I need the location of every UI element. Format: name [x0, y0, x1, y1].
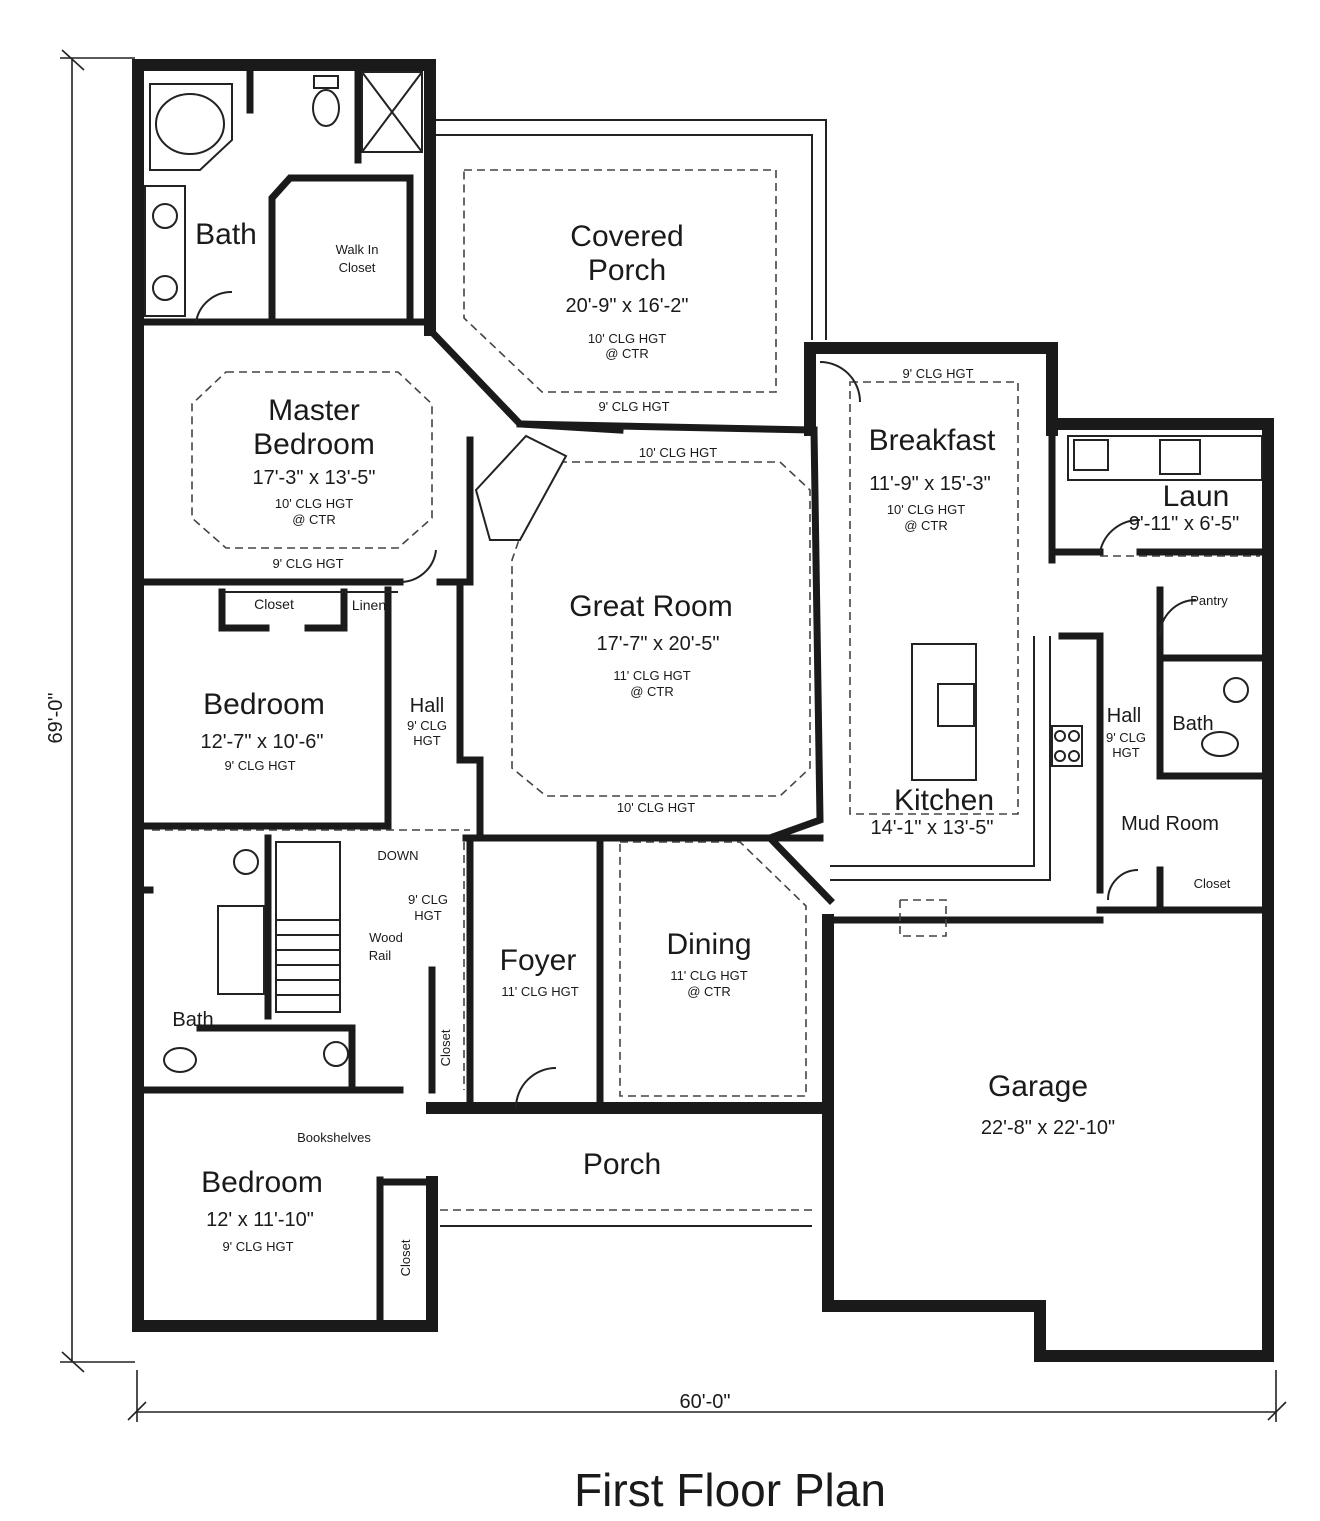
- dining-label: Dining: [666, 928, 751, 961]
- bathtub-icon: [149, 83, 233, 171]
- foyer-clg: 11' CLG HGT: [501, 984, 578, 999]
- stairs-clg-1: 9' CLG: [408, 892, 448, 907]
- stairs-down-label: DOWN: [377, 848, 418, 863]
- covered-porch-size: 20'-9" x 16'-2": [565, 295, 688, 317]
- toilet-icon: [163, 1047, 197, 1073]
- bookshelves-label: Bookshelves: [297, 1130, 371, 1145]
- covered-porch-label-1: Covered: [570, 220, 683, 253]
- great-room-clg-top: 10' CLG HGT: [639, 445, 717, 460]
- sink-icon: [152, 203, 178, 229]
- bedroom3-size: 12' x 11'-10": [206, 1209, 314, 1231]
- master-bath-label: Bath: [195, 218, 257, 251]
- hall-right-label: Hall: [1107, 705, 1141, 727]
- washer-icon: [1159, 439, 1201, 475]
- fixtures: [144, 71, 1263, 1109]
- great-room-clg-2: @ CTR: [630, 684, 674, 699]
- laundry-label: Laun: [1163, 480, 1230, 513]
- garage-label: Garage: [988, 1070, 1088, 1103]
- closet-label-mud: Closet: [1194, 876, 1231, 891]
- walk-in-closet-label-2: Closet: [339, 260, 376, 275]
- breakfast-clg-1: 10' CLG HGT: [887, 502, 965, 517]
- staircase: [275, 841, 341, 1013]
- bathtub-icon: [217, 905, 265, 995]
- garage-size: 22'-8" x 22'-10": [981, 1117, 1115, 1139]
- covered-porch-label-2: Porch: [588, 254, 666, 287]
- porch-label: Porch: [583, 1148, 661, 1181]
- plan-title: First Floor Plan: [574, 1464, 886, 1516]
- covered-porch-clg-edge: 9' CLG HGT: [598, 399, 669, 414]
- bedroom2-clg: 9' CLG HGT: [224, 758, 295, 773]
- linen-label: Linen: [352, 597, 386, 613]
- bedroom2-size: 12'-7" x 10'-6": [200, 731, 323, 753]
- bath-right-label: Bath: [1172, 713, 1213, 735]
- mud-room-label: Mud Room: [1121, 813, 1219, 835]
- depth-dimension: 69'-0": [45, 693, 67, 744]
- sink-icon: [1223, 677, 1249, 703]
- hall-right-clg-1: 9' CLG: [1106, 730, 1146, 745]
- hall-right-clg-2: HGT: [1112, 745, 1140, 760]
- closet-label-bedroom3: Closet: [398, 1239, 413, 1276]
- breakfast-label: Breakfast: [869, 424, 996, 457]
- covered-porch-structure: [436, 119, 827, 393]
- sink-icon: [323, 1041, 349, 1067]
- wood-rail-label-2: Rail: [369, 948, 392, 963]
- bath-left-label: Bath: [172, 1009, 213, 1031]
- ceiling-outlines: [152, 371, 1260, 1227]
- breakfast-clg-edge: 9' CLG HGT: [902, 366, 973, 381]
- hall-left-clg-2: HGT: [413, 733, 441, 748]
- room-labels: Bath Walk In Closet Covered Porch 20'-9"…: [172, 218, 1239, 1276]
- fireplace-icon: [474, 434, 568, 541]
- master-bedroom-clg-edge: 9' CLG HGT: [272, 556, 343, 571]
- laundry-size: 9'-11" x 6'-5": [1129, 513, 1239, 535]
- hall-left-label: Hall: [410, 695, 444, 717]
- master-bedroom-size: 17'-3" x 13'-5": [252, 467, 375, 489]
- closet-label-bedroom: Closet: [254, 596, 294, 612]
- pantry-label: Pantry: [1190, 593, 1228, 608]
- toilet-icon: [312, 89, 340, 127]
- foyer-label: Foyer: [500, 944, 577, 977]
- sink-icon: [937, 683, 975, 727]
- bedroom2-label: Bedroom: [203, 688, 325, 721]
- master-bedroom-clg-1: 10' CLG HGT: [275, 496, 353, 511]
- laundry-sink-icon: [1073, 439, 1109, 471]
- walk-in-closet-label-1: Walk In: [336, 242, 379, 257]
- breakfast-size: 11'-9" x 15'-3": [869, 473, 991, 495]
- exterior-walls: [132, 59, 1274, 1362]
- stairs-clg-2: HGT: [414, 908, 442, 923]
- dining-clg-2: @ CTR: [687, 984, 731, 999]
- dining-clg-1: 11' CLG HGT: [670, 968, 747, 983]
- toilet-icon: [1201, 731, 1239, 757]
- sink-icon: [152, 275, 178, 301]
- interior-walls: [134, 66, 1272, 1330]
- width-dimension: 60'-0": [680, 1391, 731, 1413]
- bedroom3-label: Bedroom: [201, 1166, 323, 1199]
- covered-porch-clg-1: 10' CLG HGT: [588, 331, 666, 346]
- master-bedroom-label-1: Master: [268, 394, 360, 427]
- master-bedroom-clg-2: @ CTR: [292, 512, 336, 527]
- wood-rail-label-1: Wood: [369, 930, 403, 945]
- kitchen-label: Kitchen: [894, 784, 994, 817]
- covered-porch-clg-2: @ CTR: [605, 346, 649, 361]
- great-room-size: 17'-7" x 20'-5": [596, 633, 719, 655]
- bedroom3-clg: 9' CLG HGT: [222, 1239, 293, 1254]
- sink-icon: [233, 849, 259, 875]
- breakfast-clg-2: @ CTR: [904, 518, 948, 533]
- great-room-label: Great Room: [569, 590, 732, 623]
- great-room-clg-1: 11' CLG HGT: [613, 668, 690, 683]
- hall-left-clg-1: 9' CLG: [407, 718, 447, 733]
- master-bedroom-label-2: Bedroom: [253, 428, 375, 461]
- closet-label-foyer: Closet: [438, 1029, 453, 1066]
- great-room-clg-bottom: 10' CLG HGT: [617, 800, 695, 815]
- dimension-lines: [60, 49, 1287, 1422]
- kitchen-size: 14'-1" x 13'-5": [870, 817, 993, 839]
